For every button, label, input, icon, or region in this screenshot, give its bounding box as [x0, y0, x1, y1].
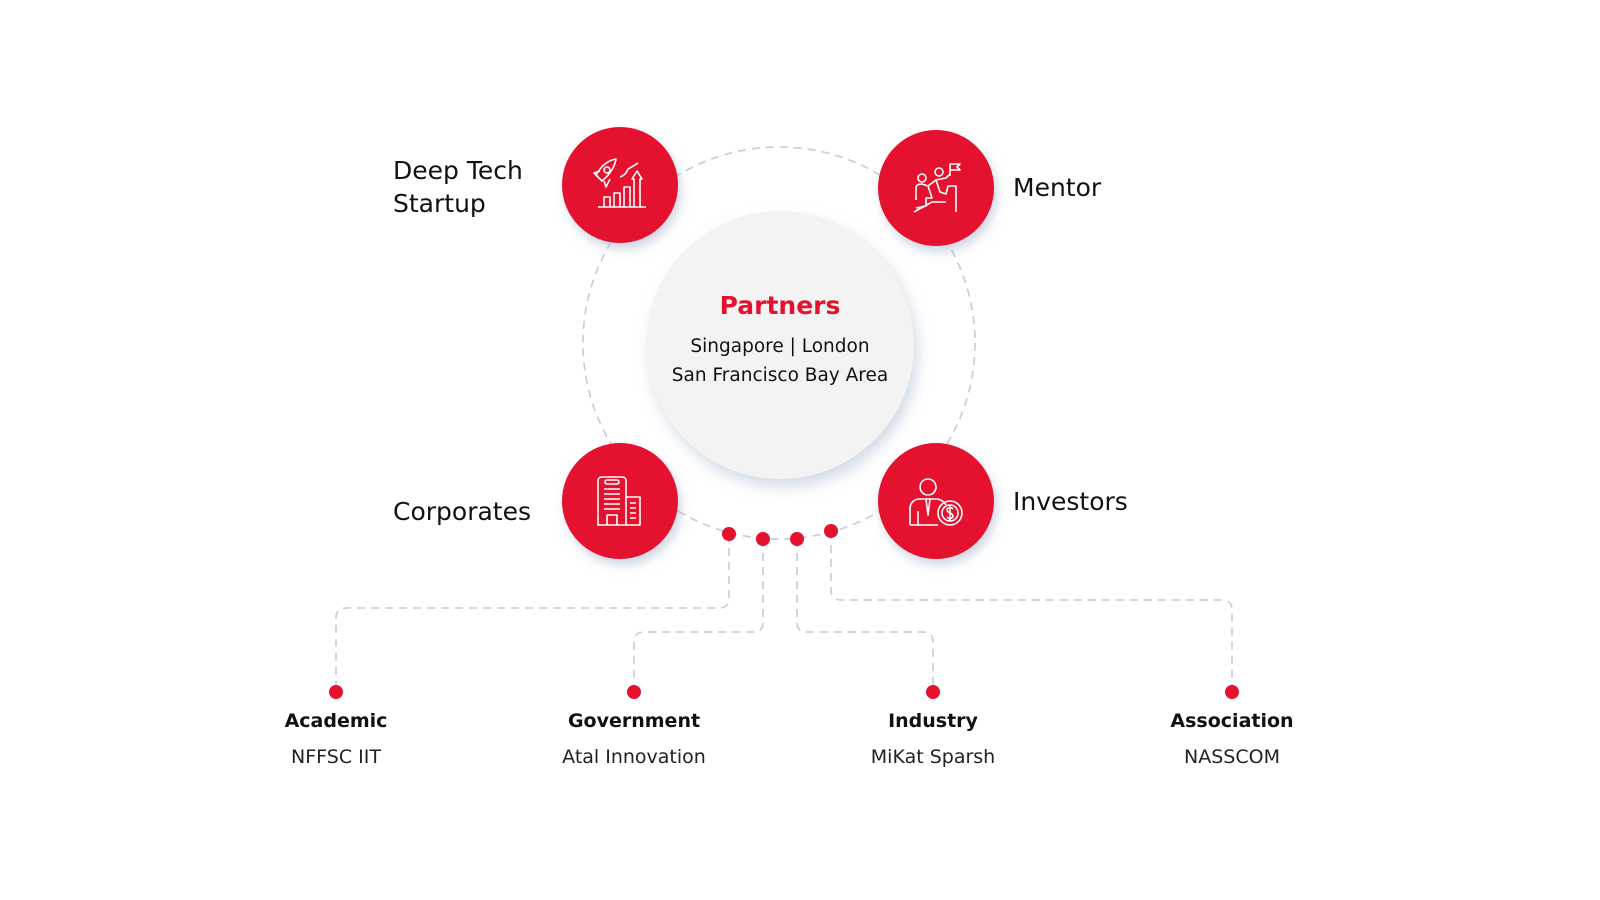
category-government-name: Atal Innovation	[562, 746, 706, 768]
node-corporates	[562, 443, 678, 559]
label-corporates: Corporates	[393, 497, 532, 526]
hub-locations-line1: Singapore | London	[690, 336, 870, 357]
label-mentor: Mentor	[1013, 173, 1102, 202]
category-academic-name: NFFSC IIT	[291, 746, 381, 768]
connector-government	[633, 539, 764, 690]
mentor-climb-icon	[913, 163, 961, 213]
orbit-ring	[582, 146, 976, 540]
building-icon	[597, 476, 641, 526]
hub-title: Partners	[719, 291, 841, 320]
category-association-title: Association	[1170, 710, 1294, 732]
end-dot-industry	[926, 685, 940, 699]
category-industry-name: MiKat Sparsh	[870, 746, 996, 768]
label-deep-tech-line1: Deep Tech	[393, 156, 523, 185]
node-deep-tech-startup	[562, 127, 678, 243]
ring-dot-association	[824, 524, 838, 538]
connector-association	[830, 531, 1233, 690]
investor-icon	[909, 478, 963, 526]
label-investors: Investors	[1013, 487, 1128, 516]
hub-locations-line2: San Francisco Bay Area	[671, 365, 889, 386]
ring-dot-industry	[790, 532, 804, 546]
partners-hub: Partners Singapore | London San Francisc…	[646, 211, 914, 479]
label-deep-tech-startup: Deep Tech Startup	[393, 154, 523, 220]
ring-dot-academic	[722, 527, 736, 541]
category-government-title: Government	[567, 710, 701, 732]
label-deep-tech-line2: Startup	[393, 189, 486, 218]
category-academic-title: Academic	[284, 710, 388, 732]
rocket-growth-icon	[593, 158, 646, 208]
category-association-name: NASSCOM	[1184, 746, 1280, 768]
end-dot-association	[1225, 685, 1239, 699]
connector-industry	[796, 539, 934, 690]
ring-dot-government	[756, 532, 770, 546]
connector-academic	[335, 534, 730, 690]
node-mentor	[878, 130, 994, 246]
category-industry-title: Industry	[888, 710, 978, 732]
node-investors	[878, 443, 994, 559]
end-dot-academic	[329, 685, 343, 699]
end-dot-government	[627, 685, 641, 699]
